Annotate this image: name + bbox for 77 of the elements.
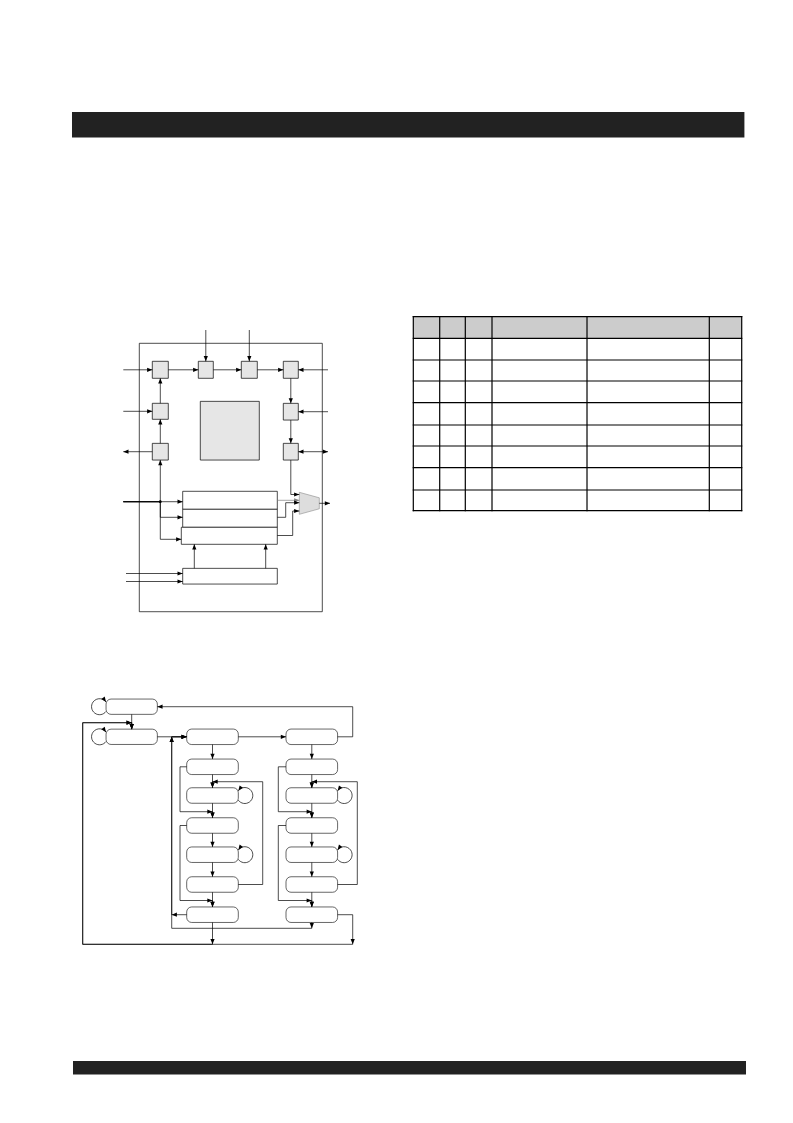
rounded-box xyxy=(186,728,239,745)
arrow xyxy=(212,367,242,372)
rounded-box xyxy=(186,906,239,923)
arrow xyxy=(309,891,314,908)
loop-arrow xyxy=(237,844,254,864)
arrow xyxy=(297,409,329,414)
loop-arrow xyxy=(91,696,107,716)
loop-arrow xyxy=(337,785,353,804)
arrow xyxy=(169,734,314,929)
arrow xyxy=(122,501,182,542)
rounded-box xyxy=(105,698,158,715)
arrow xyxy=(309,744,314,760)
arrow xyxy=(167,367,199,372)
loop-arrow xyxy=(91,726,107,746)
arrow xyxy=(210,862,215,878)
small-block xyxy=(282,403,299,421)
small-block xyxy=(151,402,169,420)
arrow xyxy=(122,449,153,454)
arrow xyxy=(82,720,355,945)
arrow xyxy=(122,409,153,414)
arrow xyxy=(237,734,287,739)
arrow xyxy=(309,832,314,848)
rounded-box xyxy=(186,817,239,834)
arrow xyxy=(158,418,163,444)
trapezoid-block xyxy=(299,492,320,515)
arrow xyxy=(158,377,163,404)
arrow xyxy=(318,501,331,506)
small-block xyxy=(151,443,169,461)
loop-arrow xyxy=(337,844,353,864)
arrow xyxy=(276,498,300,503)
arrow xyxy=(297,449,329,454)
rounded-box xyxy=(186,787,239,804)
rounded-box xyxy=(186,876,239,893)
rounded-box xyxy=(105,728,158,745)
wide-block xyxy=(182,508,278,528)
arrow xyxy=(288,419,293,444)
loop-arrow xyxy=(237,785,254,804)
small-block xyxy=(282,443,299,461)
arrow xyxy=(256,367,284,372)
rounded-box xyxy=(186,758,239,775)
small-block xyxy=(240,360,258,379)
arrow xyxy=(210,802,215,819)
arrow xyxy=(309,802,314,819)
rounded-box xyxy=(186,846,239,863)
arrow xyxy=(288,377,293,404)
wide-block xyxy=(182,490,278,510)
rounded-box xyxy=(285,728,338,745)
arrow xyxy=(125,579,184,584)
arrow xyxy=(210,779,264,885)
small-block xyxy=(151,360,169,379)
small-block xyxy=(282,360,299,379)
arrow xyxy=(210,744,215,760)
arrow xyxy=(309,779,358,885)
arrow xyxy=(210,891,215,908)
rounded-box xyxy=(285,906,338,923)
small-block xyxy=(197,360,214,379)
arrow xyxy=(263,543,268,569)
arrow xyxy=(276,500,300,518)
arrow xyxy=(309,862,314,878)
rounded-box xyxy=(285,876,338,893)
arrow xyxy=(122,367,153,372)
arrow xyxy=(125,571,184,576)
arrow xyxy=(210,832,215,848)
rounded-box xyxy=(285,817,338,834)
rounded-box xyxy=(285,758,338,775)
arrow xyxy=(192,543,197,569)
rounded-box xyxy=(285,787,338,804)
arrow xyxy=(157,704,354,738)
rounded-box xyxy=(285,846,338,863)
wide-block xyxy=(180,526,278,545)
arrow xyxy=(247,329,252,362)
arrow xyxy=(290,459,300,497)
arrow xyxy=(203,329,208,362)
wide-block xyxy=(182,568,278,585)
large-block xyxy=(199,401,260,461)
arrow xyxy=(276,508,300,536)
arrow xyxy=(297,367,329,372)
